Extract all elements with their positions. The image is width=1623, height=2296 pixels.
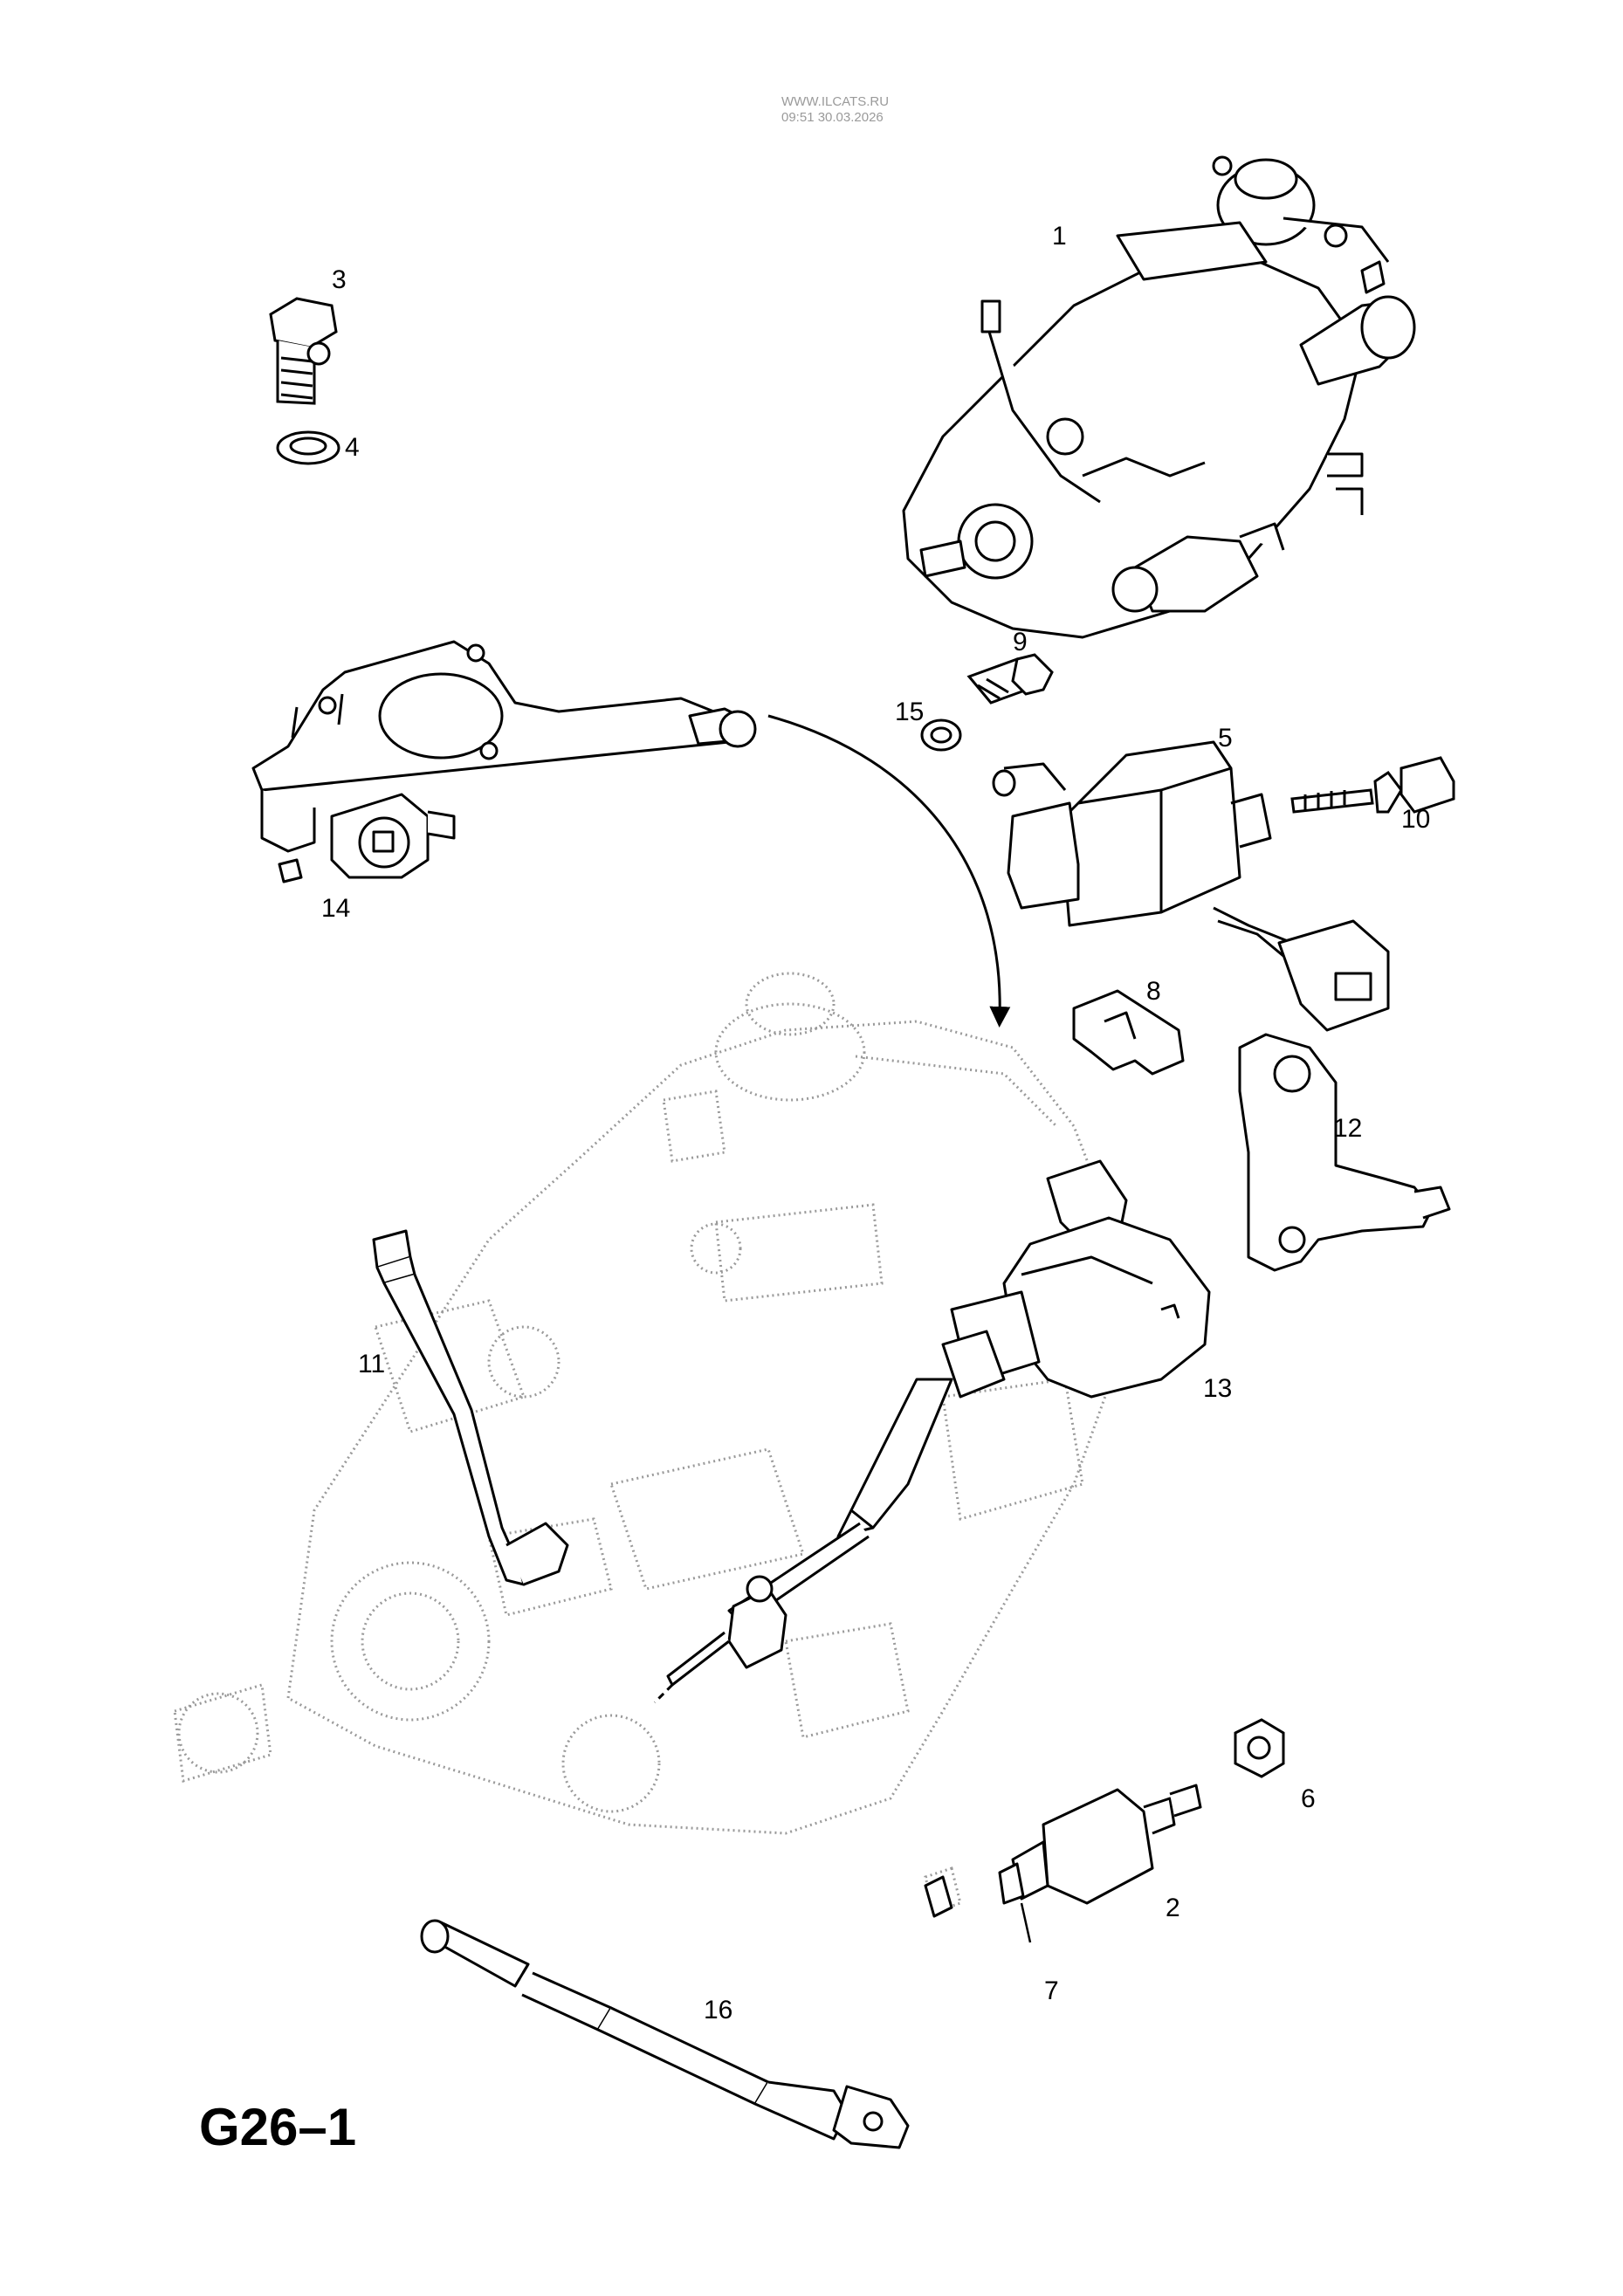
callout-1: 1 bbox=[1052, 222, 1067, 251]
leader-lines bbox=[1020, 1902, 1032, 1943]
part-4-washer[interactable] bbox=[276, 430, 340, 465]
part-5-control-unit[interactable] bbox=[992, 740, 1390, 1032]
callout-13: 13 bbox=[1203, 1374, 1232, 1403]
part-15-seal-ring[interactable] bbox=[920, 718, 962, 752]
pump-ghost-outline bbox=[173, 972, 1119, 1914]
callout-9: 9 bbox=[1013, 628, 1028, 656]
part-9-hollow-screw[interactable] bbox=[966, 653, 1054, 705]
callout-10: 10 bbox=[1401, 805, 1430, 834]
part-2-solenoid-valve[interactable] bbox=[924, 1784, 1202, 1918]
watermark-timestamp: 09:51 30.03.2026 bbox=[781, 110, 884, 125]
callout-2: 2 bbox=[1166, 1894, 1180, 1922]
callout-8: 8 bbox=[1146, 977, 1161, 1006]
diagram-code: G26–1 bbox=[199, 2098, 357, 2156]
callout-5: 5 bbox=[1218, 724, 1233, 753]
watermark-site: WWW.ILCATS.RU bbox=[781, 94, 890, 109]
callout-14: 14 bbox=[321, 894, 350, 923]
callout-4: 4 bbox=[345, 433, 360, 462]
callout-labels: 1 2 3 4 5 6 7 8 9 10 11 12 13 14 15 16 bbox=[321, 222, 1430, 2024]
callout-3: 3 bbox=[332, 265, 347, 294]
callout-6: 6 bbox=[1301, 1784, 1316, 1813]
part-14-bracket[interactable] bbox=[251, 640, 757, 883]
part-11-fuel-pipe[interactable] bbox=[372, 1229, 569, 1586]
part-1-injection-pump[interactable] bbox=[902, 155, 1416, 639]
assembly-arrow bbox=[767, 714, 1011, 1028]
part-3-banjo-bolt[interactable] bbox=[269, 297, 338, 405]
part-10-screw[interactable] bbox=[1290, 756, 1455, 814]
part-16-shaft[interactable] bbox=[420, 1919, 910, 2149]
leader-7 bbox=[1020, 1902, 1032, 1943]
part-8-clip[interactable] bbox=[1072, 989, 1185, 1076]
callout-16: 16 bbox=[704, 1996, 732, 2024]
linkage bbox=[653, 1575, 787, 1704]
watermark: WWW.ILCATS.RU 09:51 30.03.2026 bbox=[781, 94, 889, 126]
callout-11: 11 bbox=[358, 1350, 385, 1378]
callout-15: 15 bbox=[895, 698, 924, 726]
callout-7: 7 bbox=[1044, 1976, 1059, 2005]
callout-12: 12 bbox=[1333, 1114, 1362, 1143]
part-12-bracket-plate[interactable] bbox=[1238, 1033, 1451, 1272]
part-6-nut[interactable] bbox=[1234, 1718, 1285, 1778]
